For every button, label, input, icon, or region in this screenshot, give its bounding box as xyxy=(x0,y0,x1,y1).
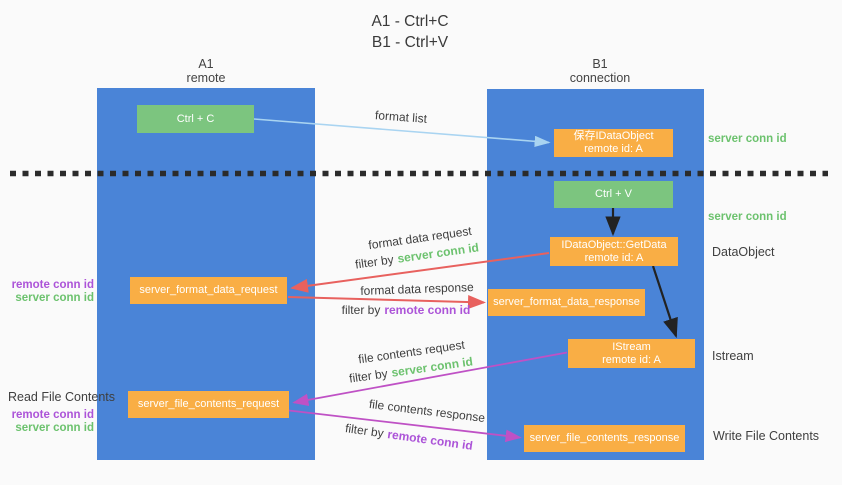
node-server-format-data-response: server_format_data_response xyxy=(488,289,645,316)
node-save-idataobject: 保存IDataObject remote id: A xyxy=(554,129,673,157)
node-server-file-contents-request: server_file_contents_request xyxy=(128,391,289,418)
filter-by-text: filter by xyxy=(341,303,381,317)
lifeline-b1-role: connection xyxy=(569,71,631,85)
node-server-format-data-response-label: server_format_data_response xyxy=(493,296,640,308)
format-list-arrow xyxy=(253,118,551,147)
node-ctrl-v-label: Ctrl + V xyxy=(595,188,632,200)
getdata-to-istream-arrow xyxy=(651,265,678,339)
write-file-contents-annotation: Write File Contents xyxy=(713,429,820,443)
node-istream-line2: remote id: A xyxy=(602,353,661,366)
format-data-request-arrow xyxy=(290,252,550,293)
server-conn-id-annotation-top: server conn id xyxy=(708,133,787,145)
node-istream: IStream remote id: A xyxy=(568,339,695,368)
node-server-file-contents-response-label: server_file_contents_response xyxy=(529,432,680,444)
server-conn-id-annotation-mid: server conn id xyxy=(708,211,787,223)
server-conn-id-text: server conn id xyxy=(15,422,94,434)
file-contents-response-arrow xyxy=(288,409,522,443)
node-save-idataobject-line2: remote id: A xyxy=(584,143,643,155)
remote-conn-id-text: remote conn id xyxy=(11,409,94,421)
node-ctrl-c: Ctrl + C xyxy=(137,105,254,133)
node-server-file-contents-request-label: server_file_contents_request xyxy=(137,398,280,410)
lifeline-b1-id: B1 xyxy=(592,57,608,71)
node-ctrl-c-label: Ctrl + C xyxy=(176,112,215,125)
lifeline-b1-header: B1 connection xyxy=(540,57,660,85)
node-istream-line1: IStream xyxy=(612,340,651,353)
node-idataobject-getdata: IDataObject::GetData remote id: A xyxy=(550,237,678,266)
node-server-format-data-request-label: server_format_data_request xyxy=(139,284,278,296)
conn-id-annotation-group-file: remote conn id server conn id xyxy=(0,409,94,435)
conn-id-annotation-group-format: remote conn id server conn id xyxy=(0,279,94,305)
node-server-format-data-request: server_format_data_request xyxy=(130,277,287,304)
dataobject-annotation: DataObject xyxy=(712,245,775,259)
node-ctrl-v: Ctrl + V xyxy=(554,181,673,208)
diagram-title: A1 - Ctrl+C B1 - Ctrl+V xyxy=(320,11,500,53)
node-idataobject-getdata-line2: remote id: A xyxy=(584,251,644,264)
node-server-file-contents-response: server_file_contents_response xyxy=(524,425,685,452)
lifeline-a1-id: A1 xyxy=(198,57,214,71)
node-save-idataobject-line1: 保存IDataObject xyxy=(573,130,654,142)
remote-conn-id-text: remote conn id xyxy=(11,279,94,291)
file-contents-request-arrow xyxy=(292,351,568,407)
read-file-contents-annotation: Read File Contents xyxy=(8,390,116,404)
node-idataobject-getdata-line1: IDataObject::GetData xyxy=(561,238,667,251)
title-line-1: A1 - Ctrl+C xyxy=(371,13,449,30)
istream-annotation: Istream xyxy=(712,349,754,363)
title-line-2: B1 - Ctrl+V xyxy=(371,34,449,51)
remote-conn-id-text: remote conn id xyxy=(384,303,471,317)
format-data-response-arrow xyxy=(287,295,486,310)
server-conn-id-text: server conn id xyxy=(15,292,94,304)
lifeline-a1-role: remote xyxy=(186,71,226,85)
lifeline-a1-header: A1 remote xyxy=(146,57,266,85)
